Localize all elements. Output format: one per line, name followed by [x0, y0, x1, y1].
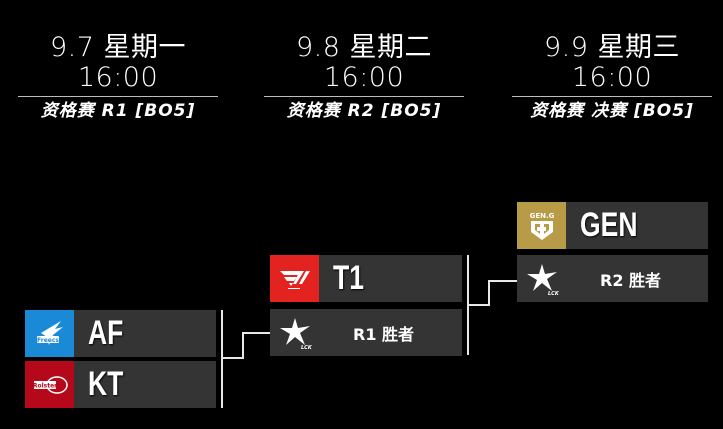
team-slot-gen[interactable]: GEN.G GEN [517, 202, 708, 249]
bracket-line [242, 332, 270, 334]
column-header-final: 9.9 星期三 16:00 资格赛 决赛 [BO5] [512, 33, 712, 121]
bracket-line [488, 280, 517, 282]
match-date: 9.7 星期一 [49, 32, 187, 63]
svg-text:LCK: LCK [548, 291, 560, 297]
team-name: R1 胜者 [353, 324, 415, 344]
team-name: GEN [580, 206, 638, 244]
t1-logo-icon [270, 255, 319, 302]
team-name: T1 [333, 259, 364, 297]
gen-g-logo-icon: GEN.G [517, 202, 566, 249]
column-header-r2: 9.8 星期二 16:00 资格赛 R2 [BO5] [264, 33, 464, 121]
match-stage: 资格赛 R2 [BO5] [286, 101, 442, 121]
match-time: 16:00 [77, 62, 159, 93]
svg-text:Freecs: Freecs [37, 337, 59, 344]
divider [264, 96, 464, 97]
lck-logo-icon: LCK [517, 255, 566, 302]
svg-text:LCK: LCK [301, 345, 313, 351]
match-stage: 资格赛 决赛 [BO5] [530, 101, 694, 121]
match-stage: 资格赛 R1 [BO5] [40, 101, 196, 121]
team-slot-r1-winner[interactable]: LCK R1 胜者 [270, 309, 462, 356]
team-slot-af[interactable]: Freecs AF [25, 310, 216, 357]
kt-rolster-logo-icon: Rolster [25, 361, 74, 408]
match-date: 9.9 星期三 [543, 32, 681, 63]
team-slot-kt[interactable]: Rolster KT [25, 361, 216, 408]
bracket-line [488, 280, 490, 306]
column-header-r1: 9.7 星期一 16:00 资格赛 R1 [BO5] [18, 33, 218, 121]
team-slot-r2-winner[interactable]: LCK R2 胜者 [517, 255, 708, 302]
bracket-line [221, 310, 223, 408]
bracket-line [221, 357, 244, 359]
match-time: 16:00 [571, 62, 653, 93]
match-time: 16:00 [323, 62, 405, 93]
bracket-line [467, 304, 490, 306]
svg-text:Rolster: Rolster [32, 382, 56, 389]
team-name: AF [88, 314, 124, 352]
team-slot-t1[interactable]: T1 [270, 255, 462, 302]
divider [512, 96, 712, 97]
divider [18, 96, 218, 97]
bracket-line [242, 332, 244, 359]
match-date: 9.8 星期二 [295, 32, 433, 63]
team-name: R2 胜者 [600, 270, 662, 290]
team-name: KT [88, 365, 124, 403]
svg-text:GEN.G: GEN.G [529, 212, 554, 220]
afreeca-freecs-logo-icon: Freecs [25, 310, 74, 357]
lck-logo-icon: LCK [270, 309, 319, 356]
